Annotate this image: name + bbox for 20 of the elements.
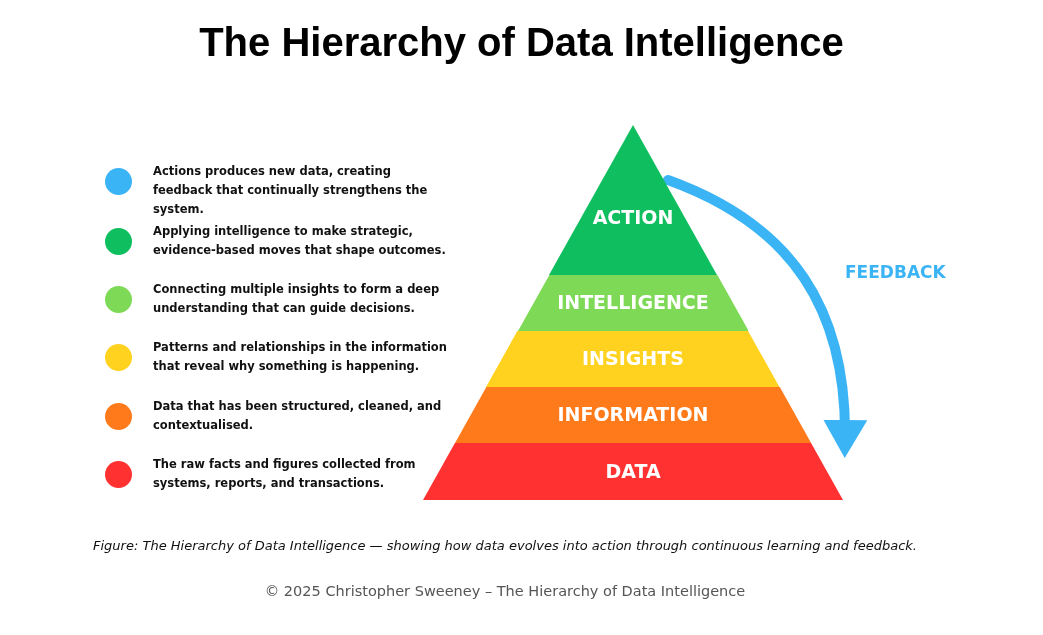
legend-text: Connecting multiple insights to form a deep understanding that can guide decisions. [153,281,441,317]
legend-text: Data that has been structured, cleaned, and contextualised. [153,398,443,434]
pyramid-apex [549,125,717,275]
pyramid-tier [517,275,749,331]
legend-text: The raw facts and figures collected from systems, reports, and transactions. [153,456,417,492]
title: The Hierarchy of Data Intelligence [198,20,845,65]
legend-text: Patterns and relationships in the information that reveal why something is happening. [153,339,448,375]
pyramid-tier [454,387,812,443]
legend-text: Actions produces new data, creating feedback that continually strengthens the system. [153,163,429,218]
tier-label: INFORMATION [556,403,710,425]
tier-label: ACTION [591,206,675,228]
legend-text: Applying intelligence to make strategic, evidence-based moves that shape outcomes. [153,223,447,259]
copyright-note: © 2025 Christopher Sweeney – The Hierarchy of Data Intelligence [263,583,747,599]
tier-label: DATA [604,459,662,482]
pyramid-tier [486,331,780,387]
tier-label: INSIGHTS [581,347,685,369]
tier-label: INTELLIGENCE [556,291,710,313]
caption: Figure: The Hierarchy of Data Intelligence — showing how data evolves into action through continuous learning and feedback. [92,538,918,553]
feedback-arrow [663,175,867,458]
pyramid-tier [423,443,843,500]
